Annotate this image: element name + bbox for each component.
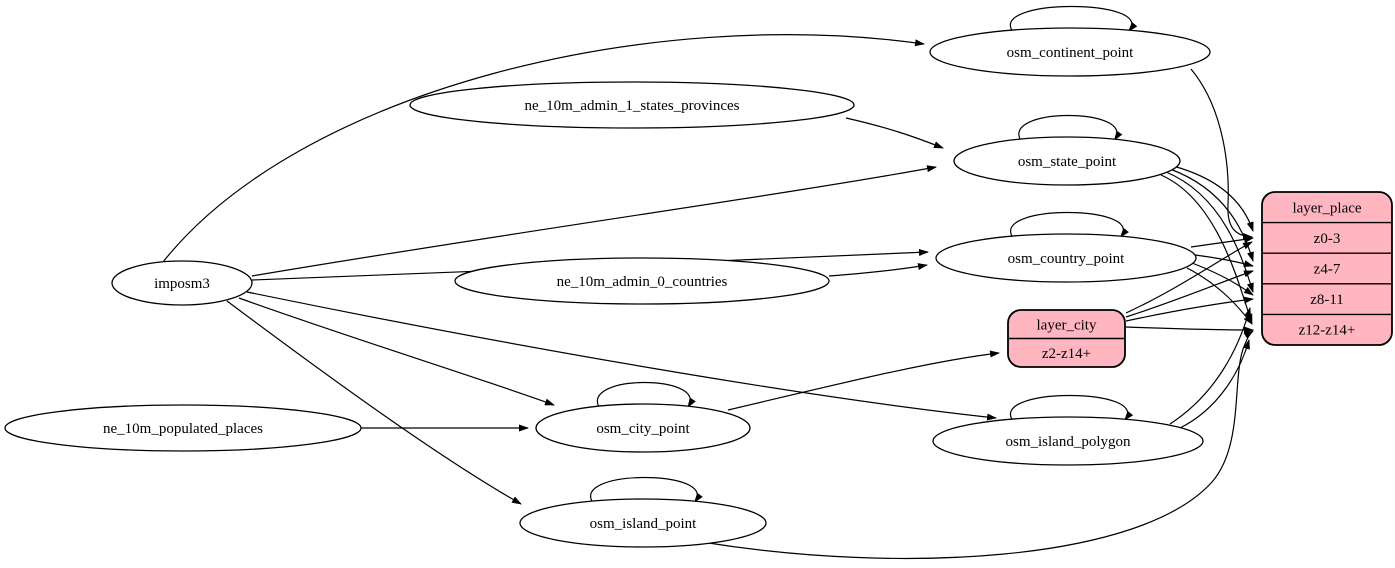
self-loop-osm_country_point [1010, 211, 1129, 240]
edge-layer_city-to-layer_place-z4-7 [1125, 270, 1254, 318]
node-label-osm_continent_point: osm_continent_point [1007, 45, 1134, 61]
node-label-ne_10m_admin_0_countries: ne_10m_admin_0_countries [557, 274, 728, 290]
record-row-layer_city-z2-z14+: z2-z14+ [1042, 346, 1091, 362]
edge-imposm3-to-osm_continent_point [162, 34, 925, 263]
node-ellipse-osm_state_point [953, 136, 1181, 186]
node-ne_10m_admin_0_countries: ne_10m_admin_0_countries [454, 257, 830, 305]
node-label-ne_10m_populated_places: ne_10m_populated_places [103, 421, 263, 437]
edge-osm_country_point-to-layer_place-z8-11 [1191, 262, 1254, 296]
node-ellipse-osm_island_point [519, 498, 767, 548]
node-osm_island_polygon: osm_island_polygon [932, 394, 1204, 466]
node-ellipse-imposm3 [111, 260, 253, 306]
record-row-layer_place-z8-11: z8-11 [1310, 292, 1344, 308]
edge-ne_10m_admin_1_states_provinces-to-osm_state_point [845, 117, 944, 149]
record-layer_city: layer_city z2-z14+ [1007, 309, 1126, 368]
edge-osm_island_polygon-to-layer_place-z8-11 [1169, 307, 1251, 425]
node-label-osm_city_point: osm_city_point [596, 421, 690, 437]
node-imposm3: imposm3 [111, 260, 253, 306]
node-ellipse-osm_island_polygon [932, 416, 1204, 466]
node-osm_state_point: osm_state_point [953, 114, 1181, 186]
node-label-osm_island_polygon: osm_island_polygon [1005, 434, 1131, 450]
edge-osm_state_point-to-layer_place-z0-3 [1172, 165, 1254, 232]
node-layer: imposm3 ne_10m_admin_1_states_provincesne… [4, 5, 1393, 548]
record-title-layer_place: layer_place [1292, 200, 1361, 216]
edge-imposm3-to-osm_state_point [251, 165, 937, 277]
edge-osm_country_point-to-layer_place-z12-z14+ [1186, 267, 1253, 325]
node-label-osm_island_point: osm_island_point [590, 516, 698, 532]
node-ellipse-osm_country_point [935, 233, 1197, 283]
node-ellipse-osm_city_point [535, 403, 751, 453]
node-osm_continent_point: osm_continent_point [929, 5, 1211, 77]
node-osm_city_point: osm_city_point [535, 381, 751, 453]
node-ellipse-ne_10m_populated_places [4, 404, 362, 452]
self-loop-osm_city_point [596, 381, 696, 410]
node-ellipse-ne_10m_admin_0_countries [454, 257, 830, 305]
edge-ne_10m_admin_0_countries-to-osm_country_point [828, 263, 928, 277]
node-label-osm_country_point: osm_country_point [1008, 251, 1125, 267]
node-ellipse-ne_10m_admin_1_states_provinces [409, 81, 855, 129]
edge-osm_country_point-to-layer_place-z0-3 [1190, 236, 1254, 248]
edge-osm_state_point-to-layer_place-z8-11 [1165, 171, 1254, 293]
edge-layer_city-to-layer_place-z8-11 [1125, 296, 1254, 322]
self-loop-osm_island_point [590, 476, 703, 505]
record-row-layer_place-z4-7: z4-7 [1314, 262, 1341, 278]
node-label-imposm3: imposm3 [154, 276, 210, 292]
node-ne_10m_populated_places: ne_10m_populated_places [4, 404, 362, 452]
node-ne_10m_admin_1_states_provinces: ne_10m_admin_1_states_provinces [409, 81, 855, 129]
edge-imposm3-to-osm_city_point [238, 297, 555, 406]
node-osm_country_point: osm_country_point [935, 211, 1197, 283]
self-loop-osm_state_point [1018, 114, 1123, 143]
edge-imposm3-to-osm_island_point [226, 300, 522, 505]
edge-osm_continent_point-to-layer_place-z0-3 [1190, 68, 1253, 240]
self-loop-osm_island_polygon [1010, 394, 1134, 423]
record-box-layer_place [1261, 191, 1393, 346]
edge-osm_state_point-to-layer_place-z4-7 [1169, 168, 1254, 262]
edge-imposm3-to-osm_island_polygon [246, 291, 997, 421]
node-ellipse-osm_continent_point [929, 27, 1211, 77]
node-label-ne_10m_admin_1_states_provinces: ne_10m_admin_1_states_provinces [525, 98, 740, 114]
edge-osm_island_point-to-layer_place-z12-z14+ [701, 330, 1254, 560]
edge-osm_island_polygon-to-layer_place-z12-z14+ [1179, 339, 1250, 429]
edge-osm_country_point-to-layer_place-z4-7 [1194, 254, 1254, 268]
record-title-layer_city: layer_city [1037, 317, 1097, 333]
record-row-layer_place-z0-3: z0-3 [1314, 231, 1341, 247]
self-loop-osm_continent_point [1010, 5, 1138, 34]
node-label-osm_state_point: osm_state_point [1018, 154, 1117, 170]
edge-osm_city_point-to-layer_city-z2-z14+ [727, 350, 1000, 411]
edge-layer_city-to-layer_place-z0-3 [1125, 241, 1253, 314]
record-row-layer_place-z12-z14+: z12-z14+ [1299, 323, 1356, 339]
node-osm_island_point: osm_island_point [519, 476, 767, 548]
record-layer_place: layer_place z0-3 z4-7 z8-11 z12-z14+ [1261, 191, 1393, 346]
